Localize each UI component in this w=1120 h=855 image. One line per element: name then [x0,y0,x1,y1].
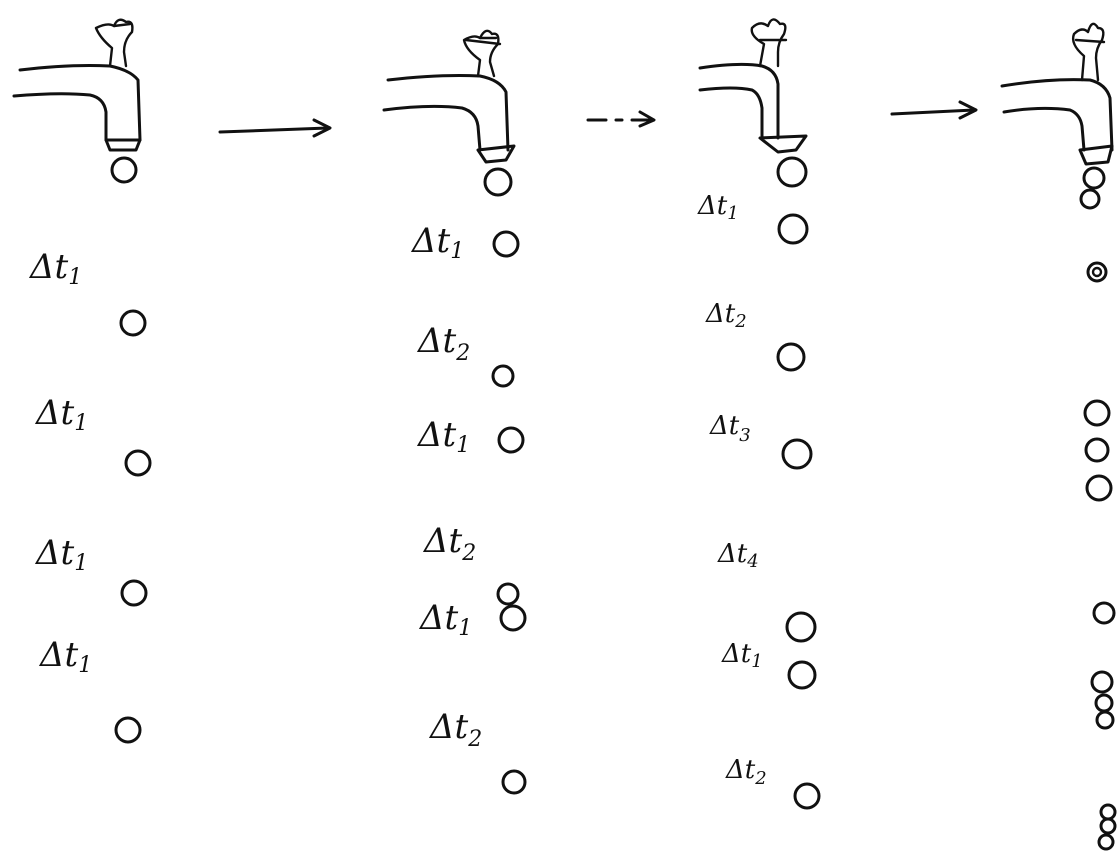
drop [114,716,142,744]
label-dt3-a: Δt3 [709,411,751,446]
drop [1085,474,1113,502]
drop-forming [483,167,513,197]
arrow-1 [218,118,332,138]
drop [776,342,806,372]
drop [1094,693,1114,713]
drop [119,309,147,337]
label-dt2-b: Δt2 [725,755,767,789]
drop [1099,803,1117,821]
drop-forming [110,156,138,184]
label-dt4-a: Δt4 [717,539,759,572]
drop [1092,601,1116,625]
drop [787,660,817,690]
panel-3: Δt1 Δt2 Δt3 Δt4 Δt1 Δt2 [697,18,821,810]
label-dt1-b: Δt1 [721,639,763,672]
label-dt1-b: Δt1 [34,393,88,436]
drop [1097,833,1115,851]
drop [1084,437,1110,463]
label-dt1-d: Δt1 [38,635,92,678]
drop [496,582,520,606]
label-dt1-a: Δt1 [28,247,82,290]
drop [1091,266,1103,278]
label-dt2-c: Δt2 [428,707,482,752]
drop [492,230,520,258]
drop [1090,670,1114,694]
drop [785,611,817,643]
faucet-2 [382,29,516,164]
label-dt2-a: Δt2 [416,321,470,366]
drop [501,769,527,795]
panel-1: Δt1 Δt1 Δt1 Δt1 [12,18,152,744]
label-dt1-c: Δt1 [34,533,88,576]
drop [781,438,813,470]
arrow-2 [586,110,656,128]
drop [777,213,809,245]
drop [491,364,515,388]
arrow-3 [890,100,978,120]
drop [499,604,527,632]
drop [1095,710,1115,730]
drop [1099,817,1117,835]
drop [120,579,148,607]
label-dt1-a: Δt1 [410,221,464,264]
drop-forming [776,156,808,188]
drop-forming [1082,166,1106,190]
label-dt1-c: Δt1 [418,598,472,641]
label-dt2-b: Δt2 [422,521,476,566]
label-subscript: 1 [68,265,82,290]
panel-4 [1000,22,1117,851]
label-dt1-b: Δt1 [416,415,470,458]
drop [1083,399,1111,427]
label-dt2-a: Δt2 [705,299,747,332]
label-dt1-a: Δt1 [697,191,739,224]
drop [124,449,152,477]
drop [1086,261,1108,283]
faucet-3 [698,18,808,154]
drop [793,782,821,810]
panel-2: Δt1 Δt2 Δt1 Δt2 Δt1 Δt2 [382,29,527,795]
drop [497,426,525,454]
drop-forming [1079,188,1101,210]
faucet-1 [12,18,142,152]
faucet-4 [1000,22,1114,166]
